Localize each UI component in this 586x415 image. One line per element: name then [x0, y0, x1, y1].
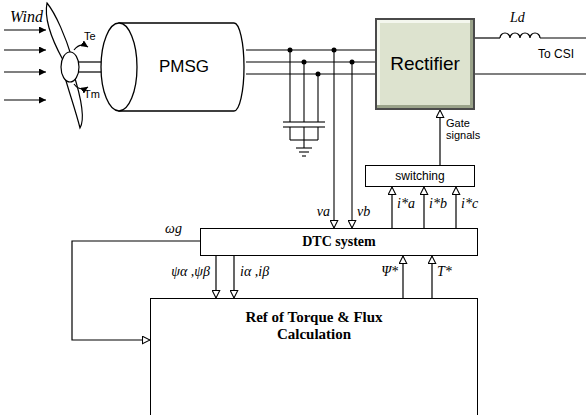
text-block: Ref of Torque & Flux Calculation [229, 309, 399, 343]
node-label: switching [395, 169, 444, 183]
inductor-label: Ld [510, 10, 525, 26]
dc-link-inductor [475, 33, 586, 74]
node-label: DTC system [302, 234, 376, 250]
signal-connector [246, 73, 375, 74]
voltage-sense-wires [334, 50, 352, 228]
signal-connector [215, 256, 216, 298]
signal-label: i*a [397, 196, 415, 212]
node-label: PMSG [159, 57, 209, 77]
rectifier-box: Rectifier [375, 18, 475, 110]
signal-connector [402, 256, 403, 298]
signal-label: i*b [429, 196, 447, 212]
torque-label: Tm [84, 88, 100, 100]
signal-label: ωg [165, 221, 182, 237]
signal-label: i*c [461, 196, 478, 212]
text-block: switching [395, 169, 444, 183]
node-label: Rectifier [390, 53, 460, 75]
signal-connector [423, 187, 424, 228]
voltage-label: vb [357, 204, 370, 220]
signal-connector [246, 49, 375, 50]
signal-label: Ψ* [381, 264, 398, 280]
signal-label: T* [437, 264, 452, 280]
signal-connector [391, 187, 392, 228]
text-block: Rectifier [390, 53, 460, 75]
text-block: PMSG [159, 57, 209, 77]
text-block: DTC system [302, 234, 376, 250]
signal-connector [233, 256, 234, 298]
signal-label: ψα ,ψβ [171, 264, 210, 280]
node-label: Ref of Torque & Flux Calculation [229, 309, 399, 343]
generator-cylinder: PMSG [100, 22, 246, 112]
turbine-rotor [46, 3, 102, 128]
wind-arrows [4, 30, 46, 100]
wind-label: Wind [10, 8, 43, 26]
dtc-box: DTC system [200, 228, 478, 256]
calculation-box: Ref of Torque & Flux Calculation [150, 298, 478, 415]
switching-box: switching [365, 165, 475, 187]
signal-label: iα ,iβ [240, 264, 269, 280]
signal-label: Gate signals [446, 117, 494, 141]
signal-connector [455, 187, 456, 228]
signal-connector [246, 61, 375, 62]
torque-label: Te [84, 30, 96, 42]
capacitor-bank [283, 50, 325, 156]
signal-connector [431, 256, 432, 298]
signal-connector [439, 110, 440, 165]
output-label: To CSI [538, 47, 574, 61]
voltage-label: va [317, 204, 330, 220]
